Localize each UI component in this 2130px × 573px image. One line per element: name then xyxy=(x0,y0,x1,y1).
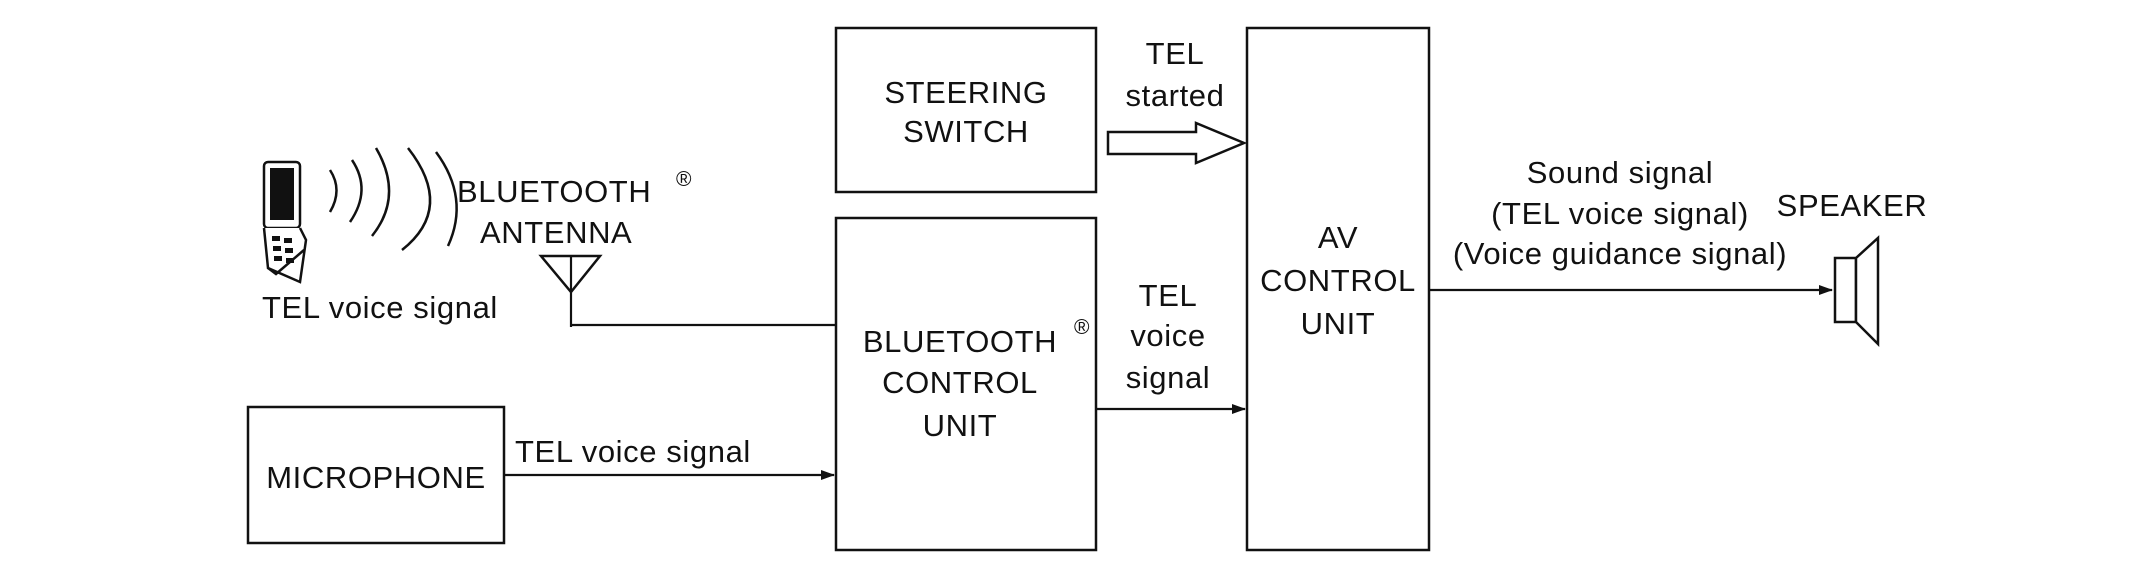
av-control-unit-label-line3: UNIT xyxy=(1301,306,1376,341)
bluetooth-antenna-label: BLUETOOTH ® ANTENNA xyxy=(457,168,692,250)
sound-signal-label-line3: (Voice guidance signal) xyxy=(1453,236,1787,271)
av-control-unit-label-line1: AV xyxy=(1318,220,1358,255)
tel-started-label-line1: TEL xyxy=(1146,36,1205,71)
bluetooth-antenna-label-line1: BLUETOOTH xyxy=(457,174,651,209)
bluetooth-antenna-label-line2: ANTENNA xyxy=(480,215,632,250)
bluetooth-control-unit-label-line3: UNIT xyxy=(923,408,998,443)
tel-started-arrow xyxy=(1106,121,1248,165)
steering-switch-block: STEERING SWITCH xyxy=(834,26,1098,194)
mobile-phone-icon xyxy=(262,160,308,284)
bluetooth-control-unit-label-line1: BLUETOOTH xyxy=(863,324,1057,359)
bluetooth-control-unit-block: BLUETOOTH ® CONTROL UNIT xyxy=(834,216,1098,552)
steering-switch-label-line2: SWITCH xyxy=(903,114,1029,149)
tel-voice-label-line2: voice xyxy=(1130,318,1205,353)
registered-mark: ® xyxy=(1074,316,1090,339)
registered-mark: ® xyxy=(676,168,692,191)
speaker-icon xyxy=(1833,235,1880,348)
mic-to-bluetooth-signal-label: TEL voice signal xyxy=(515,434,751,469)
wireless-waves-icon xyxy=(328,147,458,251)
phone-signal-label: TEL voice signal xyxy=(262,290,498,325)
antenna-icon xyxy=(538,254,603,327)
av-control-unit-block: AV CONTROL UNIT xyxy=(1245,26,1431,552)
tel-voice-label-line1: TEL xyxy=(1139,278,1198,313)
sound-signal-label-line2: (TEL voice signal) xyxy=(1491,196,1749,231)
microphone-label: MICROPHONE xyxy=(266,460,486,495)
av-control-unit-label-line2: CONTROL xyxy=(1260,263,1416,298)
sound-signal-label-line1: Sound signal xyxy=(1527,155,1713,190)
tel-voice-label-line3: signal xyxy=(1126,360,1211,395)
tel-started-label-line2: started xyxy=(1126,78,1225,113)
microphone-block: MICROPHONE xyxy=(246,405,506,545)
bluetooth-control-unit-label-line2: CONTROL xyxy=(882,365,1038,400)
steering-switch-label-line1: STEERING xyxy=(884,75,1047,110)
speaker-label: SPEAKER xyxy=(1777,188,1928,223)
